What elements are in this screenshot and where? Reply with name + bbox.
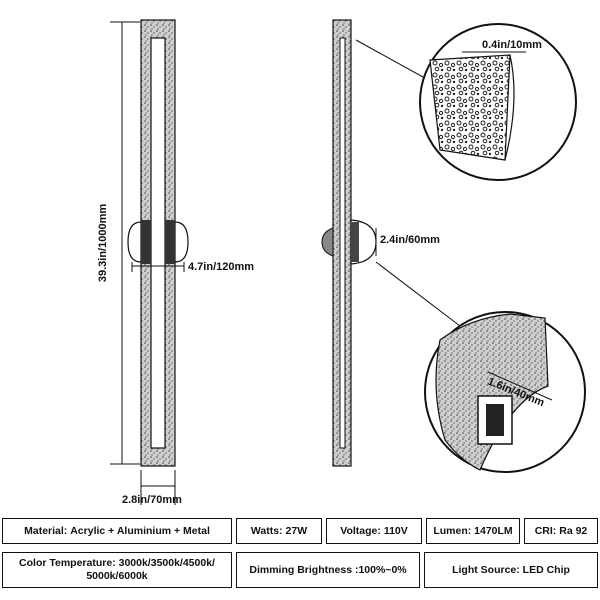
detail-top-edge xyxy=(504,54,515,161)
detail-bottom: 1.6in/40mm xyxy=(424,311,586,473)
front-view: 39.3in/1000mm 4.7in/120mm 2.8in/70mm xyxy=(97,19,254,506)
spec-value: 27W xyxy=(285,524,308,537)
detail-bottom-housing xyxy=(435,313,549,471)
detail-bottom-dim-line xyxy=(487,371,553,401)
detail-bottom-bracket-inner xyxy=(486,404,504,436)
side-mount-back xyxy=(321,227,334,257)
spec-label: Color Temperature: xyxy=(19,557,116,569)
spec-voltage: Voltage: 110V xyxy=(326,518,422,544)
spec-label: Material: xyxy=(24,524,68,537)
side-depth-label: 2.4in/60mm xyxy=(380,234,440,246)
height-label: 39.3in/1000mm xyxy=(97,204,109,282)
detail-bottom-leader xyxy=(375,261,461,327)
spec-value: 110V xyxy=(383,524,408,537)
spec-value: Acrylic + Aluminium + Metal xyxy=(70,524,210,537)
spec-label: Voltage: xyxy=(340,524,381,537)
spec-value: Ra 92 xyxy=(559,524,588,537)
front-light-strip xyxy=(150,37,166,449)
spec-lumen: Lumen: 1470LM xyxy=(426,518,520,544)
detail-top-acrylic xyxy=(429,54,511,161)
spec-label: Light Source: xyxy=(452,563,520,576)
front-mount-shadow-left xyxy=(141,220,151,264)
spec-label: CRI: xyxy=(534,524,557,537)
side-view: 2.4in/60mm xyxy=(321,19,461,467)
spec-value: 3000k/3500k/4500k/ 5000k/6000k xyxy=(86,557,215,582)
spec-light-source: Light Source: LED Chip xyxy=(424,552,598,588)
side-light-strip xyxy=(339,37,346,449)
front-mount-right xyxy=(174,221,189,263)
mount-width-label: 4.7in/120mm xyxy=(188,261,254,273)
spec-value: LED Chip xyxy=(522,563,570,576)
spec-watts: Watts: 27W xyxy=(236,518,322,544)
spec-wrap: Color Temperature: 3000k/3500k/4500k/ 50… xyxy=(5,557,229,583)
detail-top-leader xyxy=(355,39,433,83)
side-mount-shadow xyxy=(351,222,359,262)
front-mount-left xyxy=(127,221,142,263)
detail-top: 0.4in/10mm xyxy=(419,23,577,181)
spec-value: 100%~0% xyxy=(358,563,407,576)
spec-dimming: Dimming Brightness :100%~0% xyxy=(236,552,420,588)
spec-color-temperature: Color Temperature: 3000k/3500k/4500k/ 50… xyxy=(2,552,232,588)
spec-label: Lumen: xyxy=(433,524,472,537)
detail-top-label: 0.4in/10mm xyxy=(482,39,542,51)
front-mount-shadow-right xyxy=(165,220,175,264)
spec-cri: CRI: Ra 92 xyxy=(524,518,598,544)
spec-label: Watts: xyxy=(250,524,283,537)
spec-label: Dimming Brightness : xyxy=(249,563,359,576)
spec-value: 1470LM xyxy=(474,524,513,537)
spec-material: Material: Acrylic + Aluminium + Metal xyxy=(2,518,232,544)
body-width-label: 2.8in/70mm xyxy=(122,494,182,506)
